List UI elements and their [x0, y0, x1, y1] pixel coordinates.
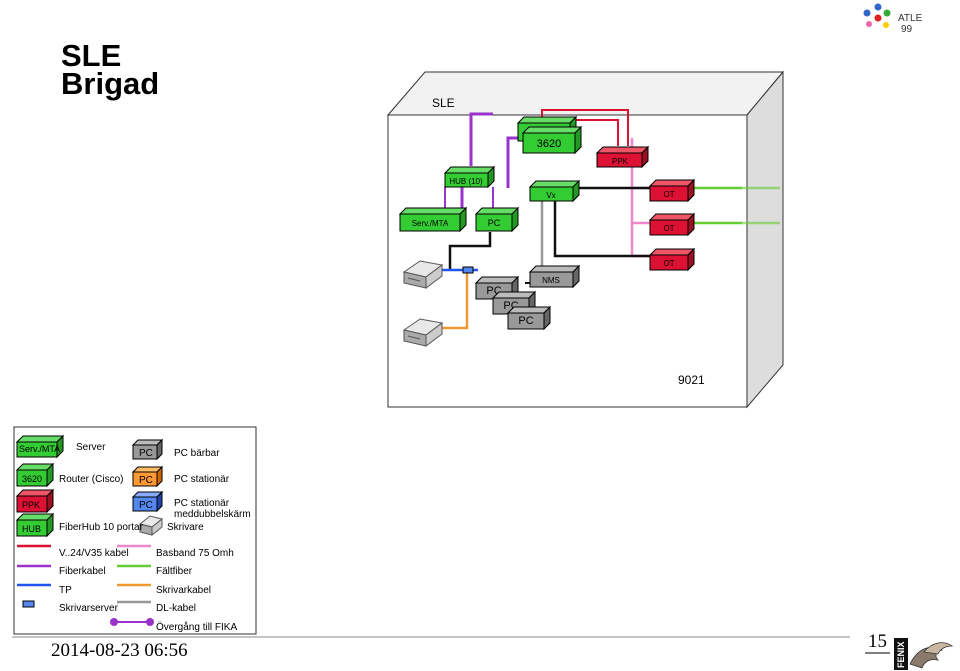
legend-pc-gray-icon [131, 438, 164, 461]
legend-tp: TP [59, 585, 72, 596]
legend-pc-orange-icon [131, 465, 164, 488]
slide-title-line2: Brigad [61, 66, 160, 101]
vx-label: Vx [546, 191, 555, 200]
legend-printer-icon [138, 515, 164, 537]
legend-basband: Basband 75 Omh [156, 548, 234, 559]
ot-label-3: OT [663, 259, 674, 268]
legend-skrivarserver: Skrivarserver [59, 603, 119, 614]
ot-label-1: OT [663, 190, 674, 199]
pc-green-device: PC [474, 206, 520, 233]
printer-2-icon [402, 318, 444, 347]
legend-serv-icon [15, 434, 65, 459]
dl-cable [553, 200, 650, 258]
legend-pc-box-label-3: PC [139, 500, 153, 511]
fenix-logo-icon: FENIX [894, 638, 954, 670]
ppk-label: PPK [612, 157, 629, 166]
legend-overgang-dot-2 [146, 618, 154, 626]
legend-pc-blue-icon [131, 490, 164, 513]
pc-green-label: PC [488, 218, 501, 228]
fiber-cable [469, 112, 493, 166]
router-3620-stack: 3620 [516, 115, 583, 155]
legend-printserver-icon [22, 600, 35, 608]
ot-device-1: OT [648, 178, 696, 203]
fiber-cable-2 [506, 136, 518, 188]
room-box [386, 70, 785, 409]
pc-gray-3: PC [506, 305, 552, 331]
legend-router-box-label: 3620 [22, 474, 42, 484]
legend-ppk-box-label: PPK [22, 500, 40, 510]
footer-date: 2014-08-23 06:56 [51, 640, 188, 661]
legend-pc-barbar: PC bärbar [174, 448, 220, 459]
fenix-logo-text: FENIX [896, 641, 906, 668]
legend-overgang: Övergång till FIKA [156, 621, 237, 633]
room-label: SLE [432, 96, 455, 110]
legend-fiberhub: FiberHub 10 portar [59, 522, 144, 533]
atle-year: 99 [901, 24, 913, 35]
legend-serv-box-label: Serv./MTA [19, 444, 60, 454]
legend-pc-dual-2: meddubbelskärm [174, 509, 251, 520]
vx-device: Vx [528, 179, 581, 203]
legend-box [13, 426, 257, 635]
legend-pc-stationar: PC stationär [174, 474, 230, 485]
legend-v24: V..24/V35 kabel [59, 548, 129, 559]
slide-title-line1: SLE [61, 38, 122, 73]
legend-overgang-dot-1 [110, 618, 118, 626]
ot-device-2: OT [648, 212, 696, 237]
router-label: 3620 [537, 138, 561, 150]
legend-dlkabel: DL-kabel [156, 603, 196, 614]
legend-pc-box-label-2: PC [139, 475, 153, 486]
legend-hub-icon [15, 512, 55, 538]
page-number: 15 [868, 631, 887, 652]
atle-label: ATLE [898, 13, 923, 24]
serv-label: Serv./MTA [412, 219, 449, 228]
ppk-device: PPK [595, 145, 650, 169]
legend-router-icon [15, 462, 55, 488]
legend-pc-box-label-1: PC [139, 448, 153, 459]
legend-skrivarkabel: Skrivarkabel [156, 585, 211, 596]
pc-gray-label-3: PC [518, 315, 533, 327]
nms-device: NMS [528, 264, 581, 289]
cables [416, 109, 780, 330]
serv-mta-device: Serv./MTA [398, 206, 468, 233]
ot-device-3: OT [648, 247, 696, 272]
legend-faltfiber: Fältfiber [156, 566, 193, 577]
hub-device: HUB (10) [443, 165, 496, 189]
printserver-icon [462, 266, 474, 274]
atle-logo-icon [863, 3, 891, 28]
legend-pc-dual-1: PC stationär [174, 498, 230, 509]
pc-gray-1: PC [474, 275, 520, 301]
ot-label-2: OT [663, 224, 674, 233]
legend-hub-box-label: HUB [22, 524, 41, 534]
legend-fiberkabel: Fiberkabel [59, 566, 106, 577]
nms-label: NMS [542, 276, 560, 285]
legend-ppk-icon [15, 488, 55, 514]
legend-skrivare: Skrivare [167, 522, 204, 533]
room-number: 9021 [678, 373, 705, 387]
printer-1-icon [402, 260, 444, 289]
hub-label: HUB (10) [449, 177, 483, 186]
dl-cable-3 [448, 232, 492, 270]
legend-router-cisco: Router (Cisco) [59, 474, 123, 485]
legend-server-text: Server [76, 442, 106, 453]
